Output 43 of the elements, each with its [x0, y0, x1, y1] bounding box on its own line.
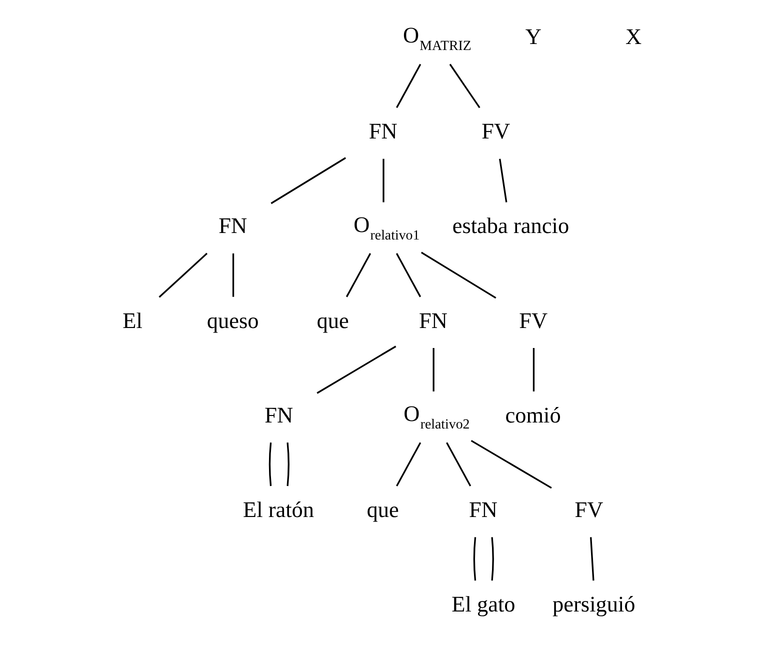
connector [232, 253, 234, 297]
connector [382, 158, 384, 202]
label: X [625, 24, 642, 50]
connector [286, 442, 289, 486]
connector [470, 440, 552, 489]
connector [396, 442, 421, 486]
connector [498, 158, 507, 202]
connector [420, 252, 496, 299]
connector [345, 253, 371, 298]
connector [446, 442, 471, 486]
node-text: El ratón [242, 496, 314, 522]
connector [396, 64, 421, 108]
node-text: FV [574, 496, 603, 522]
connector [158, 252, 208, 298]
connector [268, 442, 272, 486]
node-text: FN [368, 118, 397, 144]
node-text: estaba rancio [452, 213, 569, 238]
node-text: que [366, 496, 398, 522]
node-text: queso [206, 308, 258, 333]
connector [432, 348, 434, 392]
node-text: FN [418, 308, 447, 333]
node-text: O$_{relativo1}$ [353, 212, 420, 244]
node-text: FN [218, 213, 247, 238]
connector [270, 157, 346, 204]
node-text: FV [518, 308, 548, 333]
node-text: que [316, 308, 348, 333]
label: Y [524, 24, 541, 50]
connector [532, 348, 534, 392]
node-text: FV [481, 118, 510, 144]
node-text: El gato [451, 592, 515, 617]
connector [448, 64, 480, 108]
connector [316, 346, 396, 394]
connector [490, 537, 494, 581]
node-text: O$_{MATRIZ}$ [402, 22, 471, 54]
connector [395, 253, 421, 298]
node-text: El [122, 308, 142, 333]
node-text: FN [468, 496, 497, 522]
node-text: persiguió [552, 592, 635, 617]
connector [472, 537, 476, 581]
node-text: FN [264, 402, 293, 428]
node-text: O$_{relativo2}$ [403, 400, 470, 432]
node-text: comió [504, 402, 560, 428]
connector [590, 537, 594, 581]
